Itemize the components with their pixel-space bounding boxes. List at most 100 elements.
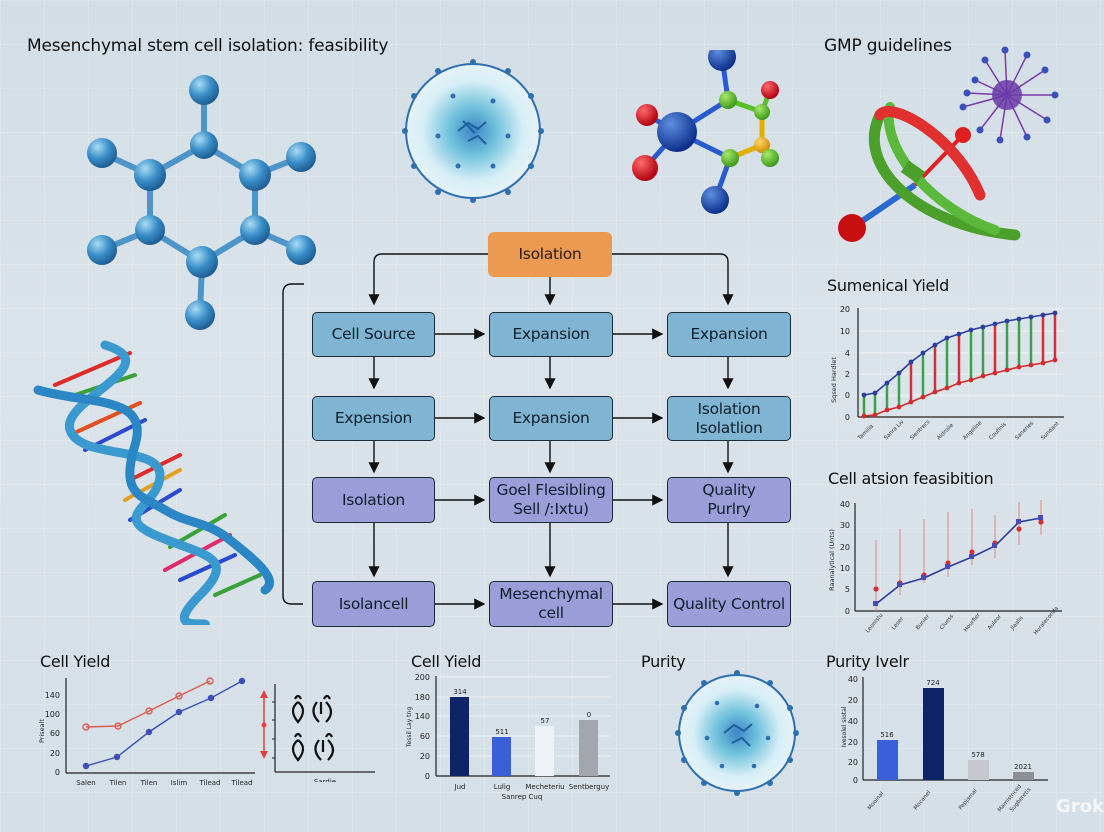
page-title: Mesenchymal stem cell isolation: feasibi… <box>27 36 389 56</box>
svg-text:0: 0 <box>587 711 591 719</box>
svg-text:Sentberguy: Sentberguy <box>569 783 609 791</box>
svg-text:Coufinis: Coufinis <box>988 421 1008 441</box>
svg-text:5: 5 <box>845 585 850 594</box>
flow-node-expansion-1[interactable]: Expansion <box>489 312 613 357</box>
dna-helix-icon <box>33 340 274 625</box>
nanoparticle-icon <box>959 46 1059 144</box>
svg-text:140: 140 <box>415 712 430 721</box>
flow-node-isolation[interactable]: Isolation <box>312 477 435 523</box>
svg-text:10: 10 <box>840 564 850 573</box>
hexagonal-molecule-icon <box>87 75 316 330</box>
svg-text:10: 10 <box>840 327 850 336</box>
svg-text:100: 100 <box>45 710 60 719</box>
flow-node-quality-purity[interactable]: Quality Purlry <box>667 477 791 523</box>
svg-text:20: 20 <box>848 696 858 705</box>
flow-node-quality-control[interactable]: Quality Control <box>667 581 791 627</box>
svg-text:Tilen: Tilen <box>109 779 127 786</box>
svg-text:Aldrolle: Aldrolle <box>936 422 955 441</box>
svg-text:Auleor: Auleor <box>987 613 1004 631</box>
svg-text:0: 0 <box>845 607 850 616</box>
svg-text:0: 0 <box>55 768 60 777</box>
svg-text:724: 724 <box>926 679 940 687</box>
svg-text:40: 40 <box>848 717 858 726</box>
colored-molecule-icon <box>632 50 779 214</box>
svg-text:Sanrep Cuq: Sanrep Cuq <box>502 793 543 801</box>
flow-node-feasibility[interactable]: Goel Flesibling Sell /ːIxtu) <box>489 477 613 523</box>
svg-text:4: 4 <box>845 349 850 358</box>
cell-feasibility-title: Cell atsion feasibition <box>828 469 994 488</box>
cell-feasibility-chart: 40 30 20 10 5 0 Raanalytical (Unts) Leonistu… <box>828 500 1062 637</box>
svg-text:314: 314 <box>453 688 467 696</box>
svg-text:Leser: Leser <box>891 615 906 631</box>
flow-node-expansion-3[interactable]: Expansion <box>489 396 613 441</box>
svg-text:Sqsed Hardlet: Sqsed Hardlet <box>830 357 838 403</box>
flow-node-expansion-2[interactable]: Expansion <box>667 312 791 357</box>
svg-text:Tilead: Tilead <box>231 779 253 786</box>
svg-text:0: 0 <box>425 772 430 781</box>
cell-icon <box>402 59 544 203</box>
svg-text:Ivesolel siotal: Ivesolel siotal <box>841 706 848 747</box>
svg-text:Sundant: Sundant <box>1040 420 1061 441</box>
purity-title: Purity <box>641 652 686 671</box>
marker-legend-panel: Sardie <box>260 684 375 782</box>
svg-text:2021: 2021 <box>1014 763 1032 771</box>
svg-text:20: 20 <box>840 543 850 552</box>
svg-text:Leonistu: Leonistu <box>865 613 885 635</box>
flow-node-expension[interactable]: Expension <box>312 396 435 441</box>
cell-icon <box>675 670 799 796</box>
flow-node-isolation-pair[interactable]: Isolation Isolatlion <box>667 396 791 441</box>
svg-text:180: 180 <box>415 693 430 702</box>
svg-text:Sientrecs: Sientrecs <box>909 419 931 441</box>
svg-text:Sanra Liv: Sanra Liv <box>883 419 906 442</box>
svg-text:578: 578 <box>971 751 984 759</box>
svg-text:Tessil Lay tng: Tessil Lay tng <box>406 707 413 748</box>
svg-text:2: 2 <box>845 370 850 379</box>
svg-text:Cluess: Cluess <box>939 614 955 632</box>
svg-text:30: 30 <box>840 521 850 530</box>
flow-node-mesenchymal-cell[interactable]: Mesenchymal cell <box>489 581 613 627</box>
svg-text:20: 20 <box>50 749 60 758</box>
svg-text:Angeline: Angeline <box>962 420 984 442</box>
svg-text:Mooinal: Mooinal <box>867 791 886 812</box>
flow-node-cell-source[interactable]: Cell Source <box>312 312 435 357</box>
svg-text:Mecheteriu: Mecheteriu <box>525 783 564 791</box>
svg-text:20: 20 <box>848 738 858 747</box>
svg-text:Tilead: Tilead <box>199 779 221 786</box>
flow-node-root-isolation[interactable]: Isolation <box>488 232 612 277</box>
purity-level-title: Purity Ivelr <box>826 652 909 671</box>
svg-text:516: 516 <box>880 731 894 739</box>
svg-text:Pepjamal: Pepjamal <box>958 788 979 811</box>
gmp-guidelines-label: GMP guidelines <box>824 36 952 56</box>
svg-text:Bunier: Bunier <box>915 613 932 631</box>
sumenical-yield-title: Sumenical Yield <box>827 276 950 295</box>
cell-yield-line-chart: 140 100 60 20 0 Prisealt Salen Tilen Tilen Is… <box>38 677 255 786</box>
grok-watermark: Grok <box>1056 796 1104 817</box>
svg-text:Sardie: Sardie <box>314 778 336 782</box>
cell-yield-bar-title: Cell Yield <box>411 652 482 671</box>
svg-text:Salen: Salen <box>76 779 95 786</box>
svg-text:0: 0 <box>845 413 850 422</box>
protein-ring-icon <box>838 102 1021 242</box>
flow-node-isolancell[interactable]: Isolancell <box>312 581 435 627</box>
svg-text:40: 40 <box>848 675 858 684</box>
svg-text:0: 0 <box>853 776 858 785</box>
svg-text:140: 140 <box>45 691 60 700</box>
svg-text:60: 60 <box>50 729 60 738</box>
svg-text:Huraleconda: Huraleconda <box>1033 606 1060 637</box>
svg-text:Jud: Jud <box>454 783 466 791</box>
svg-text:0: 0 <box>845 391 850 400</box>
svg-text:Prisealt: Prisealt <box>38 719 46 743</box>
svg-text:Mocanel: Mocanel <box>913 790 933 812</box>
svg-text:Hourfier: Hourfier <box>963 612 982 634</box>
svg-text:20: 20 <box>840 305 850 314</box>
svg-text:Tilen: Tilen <box>140 779 158 786</box>
svg-text:40: 40 <box>840 500 850 509</box>
cell-yield-line-title: Cell Yield <box>40 652 111 671</box>
svg-text:Islim: Islim <box>171 779 188 786</box>
svg-text:Raanalytical (Unts): Raanalytical (Unts) <box>828 529 836 591</box>
svg-text:57: 57 <box>541 717 550 725</box>
svg-text:511: 511 <box>495 728 508 736</box>
